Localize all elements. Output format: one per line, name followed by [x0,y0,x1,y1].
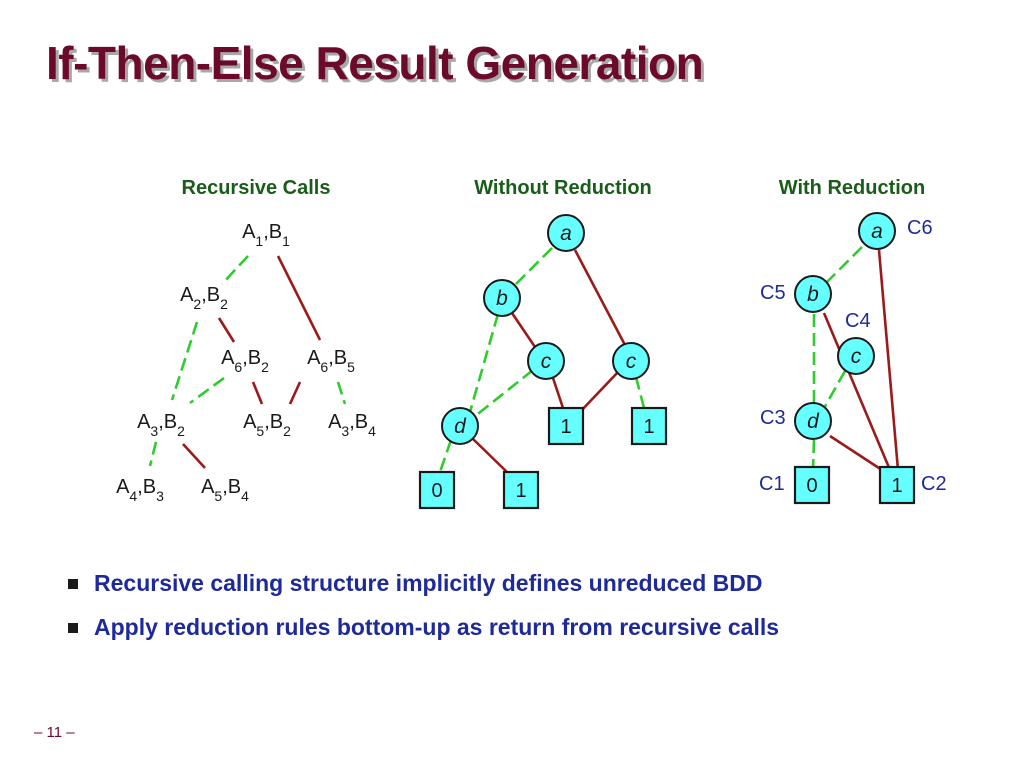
bdd-node-d [441,407,479,445]
bullet-text: Apply reduction rules bottom-up as retur… [94,614,780,640]
else-edge [288,381,302,405]
terminal-1-label: 1 [560,416,571,438]
label-c3: C3 [760,407,786,429]
terminal-0-label: 0 [431,480,442,502]
then-edge [189,376,225,405]
else-edge [550,374,565,409]
reduced-terminal-0-label: 0 [806,475,817,497]
call-a6b5: A6,B5 [307,347,355,375]
then-edge [811,439,816,471]
else-edge [276,255,322,341]
call-a3b2: A3,B2 [137,411,185,439]
then-edge [825,246,863,284]
bullet-item: Apply reduction rules bottom-up as retur… [66,614,779,658]
page-number: – 11 – [34,724,75,741]
bullet-item: Recursive calling structure implicitly d… [66,570,779,614]
call-a3b4: A3,B4 [328,411,376,439]
else-edge [579,371,619,413]
recursive-calls-heading: Recursive Calls [182,177,331,199]
terminal-1 [547,406,585,446]
reduced-node-b [794,275,832,313]
reduced-node-a [858,212,896,250]
bdd-node-d-label: d [454,415,467,438]
then-edge [148,441,158,467]
label-c4: C4 [845,310,871,332]
then-edge [170,321,199,401]
then-edge [221,255,249,285]
call-a6b2: A6,B2 [221,347,269,375]
else-edge [217,317,236,343]
label-c5: C5 [760,282,786,304]
else-edge [471,437,509,474]
then-edge [438,439,453,473]
reduced-node-d-label: d [807,410,820,433]
bdd-node-a [547,214,585,252]
call-a2b2: A2,B2 [180,284,228,312]
square-bullet-icon [68,623,78,633]
else-edge [573,249,627,346]
terminal-1-label: 1 [515,480,526,502]
reduced-terminal-0 [793,465,831,505]
reduced-node-b-label: b [807,283,819,306]
reduced-node-c [837,337,875,375]
bullet-list: Recursive calling structure implicitly d… [66,570,779,658]
else-edge [877,249,900,471]
then-edge [634,376,646,409]
reduced-node-a-label: a [871,220,883,243]
else-edge [251,381,264,405]
bdd-node-b-label: b [496,287,508,310]
else-edge [822,312,892,471]
reduced-node-d [794,402,832,440]
then-edge [336,381,347,405]
then-edge [511,247,553,289]
terminal-1-label: 1 [643,416,654,438]
label-c6: C6 [907,217,933,239]
bullet-text: Recursive calling structure implicitly d… [94,570,763,596]
bdd-node-b [483,279,521,317]
terminal-0 [418,470,456,510]
then-edge [468,313,500,413]
slide-title: If-Then-Else Result Generation [46,37,704,89]
then-edge [821,370,847,411]
without-reduction-heading: Without Reduction [474,177,652,199]
call-a5b4: A5,B4 [201,476,249,504]
call-a5b2: A5,B2 [243,411,291,439]
reduced-terminal-1 [878,465,916,505]
terminal-1 [502,470,540,510]
else-edge [829,434,886,474]
then-edge [473,368,534,419]
label-c2: C2 [921,473,947,495]
label-c1: C1 [759,473,785,495]
bdd-node-c-label: c [541,350,552,373]
else-edge [510,312,537,348]
bdd-node-c [527,342,565,380]
call-a1b1: A1,B1 [242,221,290,249]
reduced-node-c-label: c [851,345,862,368]
bdd-node-c [612,342,650,380]
terminal-1 [630,406,668,446]
else-edge [182,443,206,469]
bdd-node-a-label: a [560,222,572,245]
bdd-node-c-label: c [626,350,637,373]
call-a4b3: A4,B3 [116,476,164,504]
reduced-terminal-1-label: 1 [891,475,902,497]
square-bullet-icon [68,579,78,589]
with-reduction-heading: With Reduction [779,177,925,199]
